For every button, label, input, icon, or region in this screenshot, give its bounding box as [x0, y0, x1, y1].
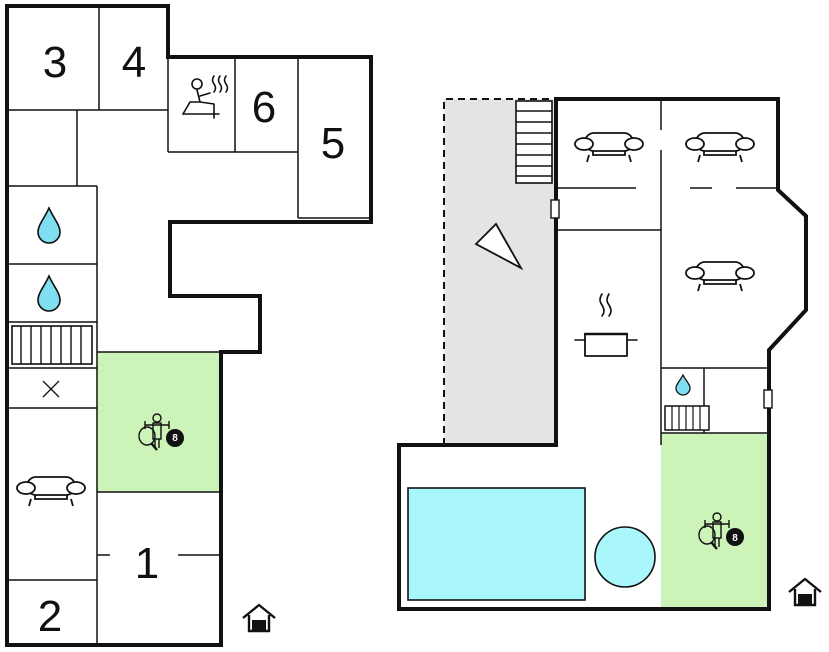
stairs-icon [664, 405, 710, 431]
door [550, 199, 560, 219]
interior-walls-left [7, 6, 371, 645]
game-room-right [661, 433, 767, 609]
right-building: 8 [397, 97, 823, 611]
sofa-icon [574, 132, 644, 163]
water-drop-icon [37, 207, 61, 244]
room-label-4: 4 [122, 38, 146, 87]
sofa-icon [685, 261, 755, 292]
sauna-icon [182, 75, 229, 119]
water-drop-icon [37, 275, 61, 312]
room-label-1: 1 [135, 539, 159, 588]
room-label-2: 2 [38, 592, 62, 641]
door [763, 389, 773, 409]
room-label-6: 6 [252, 83, 276, 132]
games-icon: 8 [137, 412, 186, 452]
hot-tub [594, 526, 656, 588]
x-mark-icon [42, 380, 60, 398]
room-label-3: 3 [43, 38, 67, 87]
sofa-icon [16, 476, 86, 507]
games-icon: 8 [697, 511, 746, 551]
left-building: 8 3 4 6 5 1 2 [5, 4, 373, 647]
outer-wall-right [397, 97, 808, 611]
house-entrance-icon [241, 603, 277, 633]
swimming-pool [407, 487, 586, 601]
sofa-icon [685, 132, 755, 163]
billiard-ball-number: 8 [732, 533, 738, 544]
stairs-icon [515, 100, 553, 184]
sunbed-icon [474, 222, 524, 271]
outer-wall-left [5, 4, 373, 647]
room-label-5: 5 [321, 119, 345, 168]
water-drop-icon [675, 373, 691, 396]
stairs-icon [11, 325, 93, 365]
house-entrance-icon [787, 577, 823, 607]
billiard-ball-number: 8 [172, 433, 178, 444]
cooking-pot-icon [574, 293, 638, 357]
